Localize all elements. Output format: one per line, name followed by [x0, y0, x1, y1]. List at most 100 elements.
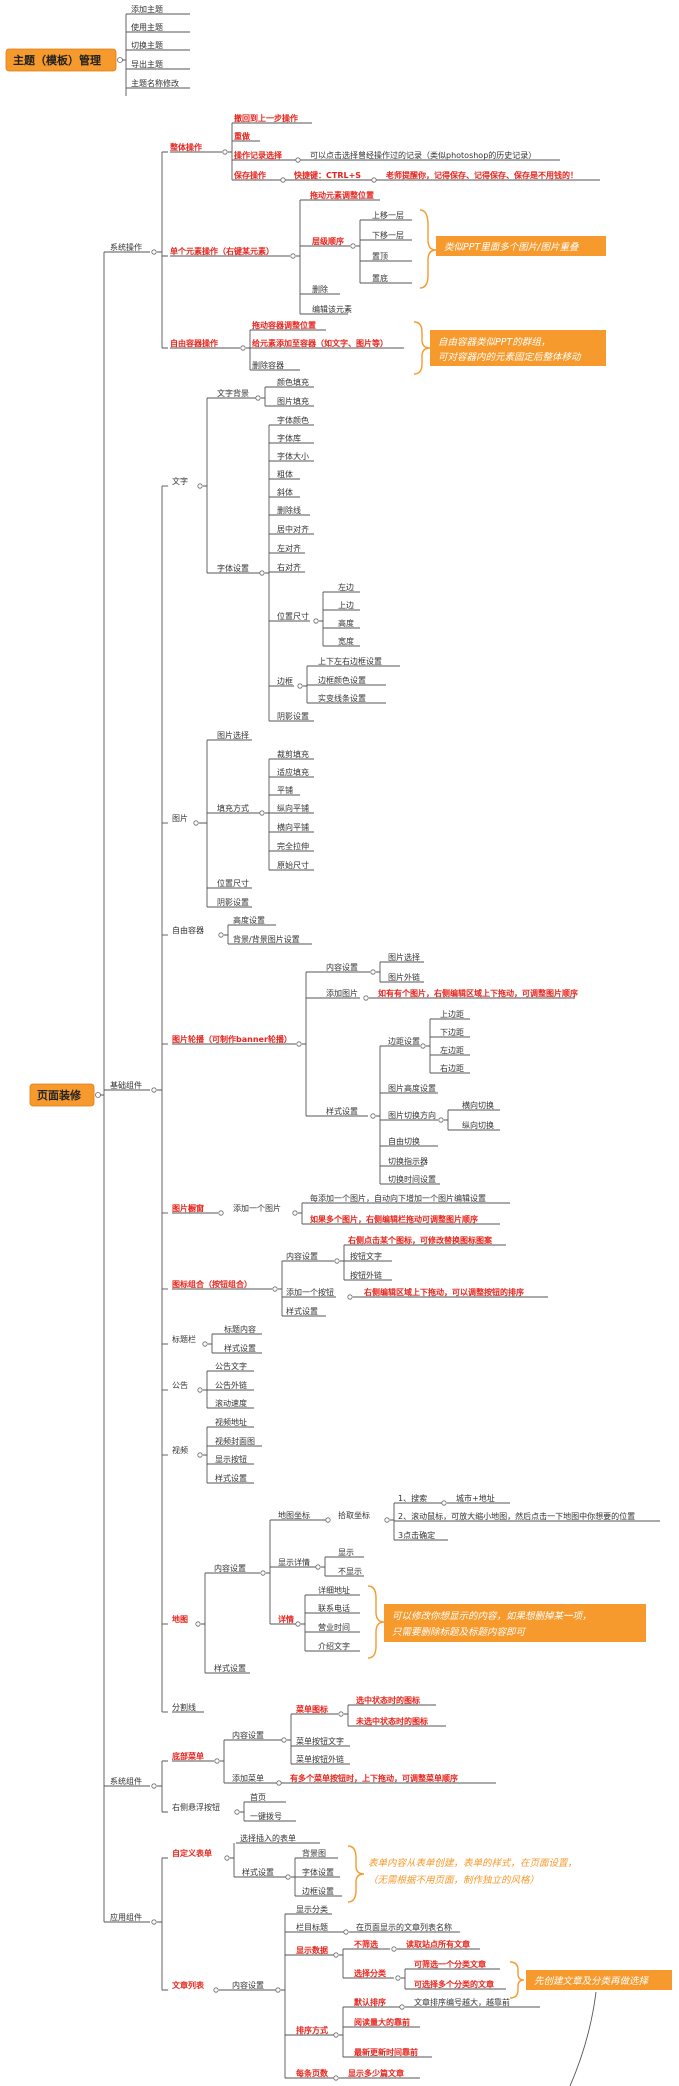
- choose-cat-label: 选择分类: [354, 1968, 386, 1978]
- margin-bottom: 下边距: [440, 1027, 464, 1037]
- article-col-title-note: 在页面显示的文章列表名称: [356, 1922, 452, 1932]
- gallery-note1: 每添加一个图片，自动向下增加一个图片编辑设置: [310, 1193, 486, 1203]
- save-shortcut: 快捷键：CTRL+S: [294, 170, 361, 180]
- map-coord: 地图坐标: [278, 1510, 310, 1520]
- theme-item-export[interactable]: 导出主题: [131, 59, 163, 69]
- app-components-branch: 选择插入的表单 自定义表单 样式设置 背景图 字体设置 边框设置 表单内容从表单…: [157, 1833, 672, 2086]
- icons-label: 图标组合（按钮组合）: [172, 1279, 252, 1289]
- font-italic: 斜体: [277, 487, 293, 497]
- delete-container-item: 删除容器: [252, 360, 284, 370]
- titlebar-content: 标题内容: [224, 1324, 256, 1334]
- detail-phone: 联系电话: [318, 1603, 350, 1613]
- custom-form-border: 边框设置: [302, 1886, 334, 1896]
- theme-root-box[interactable]: [5, 48, 117, 72]
- sort-by-views: 阅读量大的靠前: [354, 2017, 410, 2027]
- font-color: 字体颜色: [277, 415, 309, 425]
- custom-form-callout-line1: 表单内容从表单创建，表单的样式，在页面设置，: [368, 1857, 577, 1869]
- pick-search: 1、搜索: [398, 1493, 427, 1503]
- font-left: 左对齐: [277, 543, 301, 553]
- menu-icon-unselected: 未选中状态时的图标: [355, 1716, 428, 1726]
- sort-by-latest: 最新更新时间靠前: [354, 2047, 418, 2057]
- theme-root-label: 主题（模板）管理: [13, 53, 101, 67]
- delete-element-item: 删除: [312, 284, 328, 294]
- icons-content: 内容设置: [286, 1251, 318, 1261]
- page-root-box[interactable]: [29, 1083, 95, 1107]
- collapse-toggle-icon[interactable]: [95, 1092, 101, 1098]
- text-bg-color: 颜色填充: [277, 377, 309, 387]
- show-detail-label: 显示详情: [278, 1557, 310, 1567]
- image-label: 图片: [172, 813, 188, 823]
- detail-hours: 营业时间: [318, 1622, 350, 1632]
- carousel-height: 图片高度设置: [388, 1083, 436, 1093]
- gallery-branch: 图片橱窗 添加一个图片 每添加一个图片，自动向下增加一个图片编辑设置 如果多个图…: [162, 1193, 510, 1225]
- layer-down-item: 下移一层: [372, 230, 404, 240]
- margin-top: 上边距: [440, 1009, 464, 1019]
- menu-link: 菜单按钮外链: [296, 1754, 344, 1764]
- page-root: 页面装修 系统操作 基础组件 系统组件 应用组件: [29, 242, 157, 1925]
- titlebar-label: 标题栏: [172, 1334, 196, 1344]
- layer-top-item: 置顶: [372, 252, 388, 261]
- section-app-components: 应用组件: [110, 1912, 142, 1922]
- gallery-add: 添加一个图片: [233, 1203, 281, 1213]
- page-root-label: 页面装修: [37, 1088, 82, 1102]
- no-filter-note: 读取站点所有文章: [406, 1939, 470, 1949]
- custom-form-style: 样式设置: [242, 1867, 274, 1877]
- image-select: 图片选择: [217, 730, 249, 740]
- no-filter: 不筛选: [354, 1939, 378, 1949]
- image-fill-label: 填充方式: [217, 803, 249, 813]
- per-page-note: 显示多少篇文章: [348, 2068, 404, 2078]
- video-branch: 视频 视频地址 视频封面图 显示按钮 样式设置: [162, 1417, 262, 1484]
- notice-text: 公告文字: [215, 1361, 247, 1371]
- divider-branch: 分割线: [162, 1702, 204, 1713]
- section-system-ops: 系统操作: [110, 242, 142, 252]
- pick-scroll: 2、滚动鼠标，可放大缩小地图，然后点击一下地图中你想要的位置: [398, 1511, 635, 1521]
- theme-item-add[interactable]: 添加主题: [131, 4, 163, 14]
- text-branch: 文字 文字背景 颜色填充 图片填充 字体设置 字体颜色 字体库 字体大小 粗体 …: [162, 377, 400, 722]
- font-strike: 删除线: [277, 505, 301, 515]
- notice-label: 公告: [172, 1380, 188, 1390]
- section-basic-components: 基础组件: [110, 1080, 142, 1090]
- switch-indicator: 切换指示器: [388, 1156, 428, 1166]
- carousel-content: 内容设置: [326, 962, 358, 972]
- border-color: 边框颜色设置: [318, 675, 366, 685]
- custom-form-label: 自定义表单: [172, 1848, 212, 1858]
- map-callout-line1: 可以修改你想显示的内容，如果想删掉某一项，: [392, 1610, 592, 1622]
- pos-height: 高度: [338, 618, 354, 628]
- button-text: 按钮文字: [350, 1251, 382, 1261]
- float-btn-label: 右侧悬浮按钮: [172, 1802, 220, 1812]
- bottom-menu-content: 内容设置: [232, 1730, 264, 1740]
- article-callout-text: 先创建文章及分类再做选择: [534, 1975, 650, 1987]
- fill-crop: 裁剪填充: [277, 749, 309, 759]
- detail-address: 详细地址: [318, 1585, 350, 1595]
- map-content: 内容设置: [214, 1563, 246, 1573]
- titlebar-style: 样式设置: [224, 1343, 256, 1353]
- freebox-branch: 自由容器 高度设置 背景/背景图片设置: [162, 915, 312, 945]
- video-cover: 视频封面图: [215, 1436, 255, 1446]
- font-library: 字体库: [277, 433, 301, 443]
- history-item: 操作记录选择: [234, 150, 283, 160]
- text-label: 文字: [172, 476, 188, 486]
- map-callout-box: [384, 1604, 646, 1642]
- undo-item: 撤回到上一步操作: [234, 113, 298, 123]
- theme-item-use[interactable]: 使用主题: [131, 22, 163, 32]
- fill-fit: 适应填充: [277, 767, 309, 777]
- pos-left: 左边: [338, 582, 354, 592]
- freebox-bg: 背景/背景图片设置: [233, 934, 300, 944]
- layer-up-item: 上移一层: [372, 210, 404, 220]
- bottom-menu-add-note: 有多个菜单按钮时，上下拖动，可调整菜单顺序: [290, 1773, 458, 1783]
- drag-container-item: 拖动容器调整位置: [252, 320, 316, 330]
- bottom-menu-label: 底部菜单: [171, 1751, 204, 1761]
- font-size: 字体大小: [277, 451, 309, 461]
- fill-tile-v: 纵向平铺: [277, 803, 309, 813]
- sort-label: 排序方式: [296, 2025, 328, 2035]
- show-yes: 显示: [338, 1548, 354, 1557]
- map-label: 地图: [172, 1614, 188, 1624]
- theme-item-rename[interactable]: 主题名称修改: [131, 78, 179, 88]
- icons-add-note: 右侧编辑区域上下拖动，可以调整按钮的排序: [363, 1287, 524, 1297]
- image-branch: 图片 图片选择 填充方式 裁剪填充 适应填充 平铺 纵向平铺 横向平铺 完全拉伸…: [162, 730, 314, 908]
- show-no: 不显示: [338, 1567, 362, 1576]
- theme-item-switch[interactable]: 切换主题: [131, 40, 163, 50]
- collapse-toggle-icon[interactable]: [117, 57, 123, 63]
- save-item: 保存操作: [233, 170, 266, 180]
- carousel-add-note: 如有有个图片，右侧编辑区域上下拖动，可调整图片顺序: [378, 988, 578, 998]
